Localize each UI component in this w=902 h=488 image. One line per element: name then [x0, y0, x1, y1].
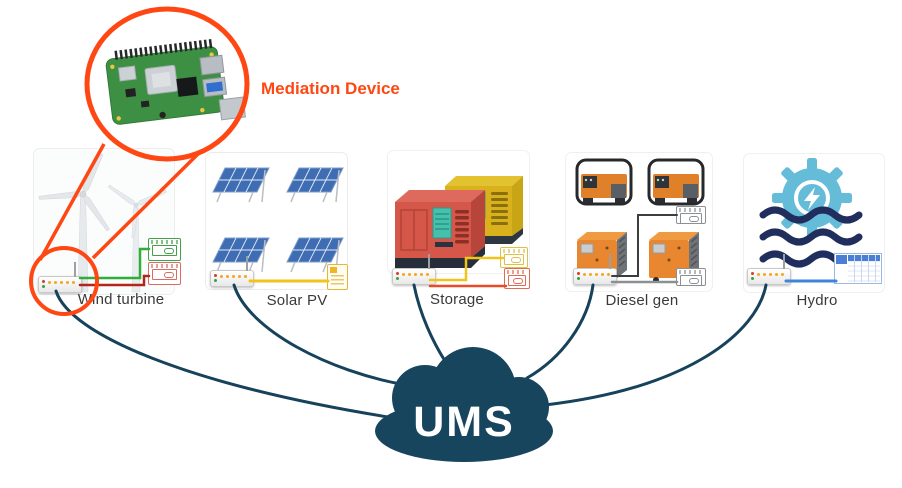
ums-label: UMS — [413, 398, 515, 446]
red-meter-icon — [504, 268, 530, 289]
router-led-row — [48, 281, 75, 284]
router-antenna-icon — [783, 254, 785, 269]
gray-meter-icon — [676, 268, 706, 286]
pi-usb-port — [199, 54, 225, 76]
router-led-green — [42, 285, 45, 288]
yellow-document-meter-icon — [327, 264, 348, 290]
router-led-green — [751, 277, 754, 280]
raspberry-pi-image — [105, 38, 247, 125]
blue-table-panel-icon — [834, 253, 882, 284]
source-solar-pv: Solar PV — [205, 152, 350, 312]
source-diesel-gen: Diesel gen — [565, 152, 713, 312]
router-led-green — [577, 277, 580, 280]
source-storage: Storage — [387, 150, 533, 312]
router-led-red — [396, 272, 399, 275]
diesel-router — [573, 254, 617, 285]
solar-panels-icon — [205, 152, 348, 290]
router-antenna-icon — [428, 254, 430, 269]
source-label-solar: Solar PV — [266, 292, 328, 309]
source-label-diesel: Diesel gen — [605, 292, 679, 309]
red-meter-icon — [148, 262, 181, 285]
hydro-router — [747, 254, 791, 285]
router-led-red — [42, 280, 45, 283]
yellow-meter-icon — [500, 247, 528, 268]
pi-soc-chip — [176, 76, 199, 97]
router-led-green — [214, 279, 217, 282]
router-led-row — [757, 273, 784, 276]
router-led-row — [583, 273, 610, 276]
router-led-green — [396, 277, 399, 280]
gear-icon — [772, 158, 852, 238]
pi-ethernet-port — [218, 96, 247, 121]
hydro-gear-waves-icon — [743, 153, 885, 293]
source-label-storage: Storage — [430, 291, 484, 308]
red-genset — [395, 190, 485, 268]
mediation-device-label: Mediation Device — [261, 79, 400, 98]
gray-meter-icon — [676, 206, 706, 224]
router-led-red — [577, 272, 580, 275]
wind-router — [38, 262, 82, 293]
router-antenna-icon — [609, 254, 611, 269]
router-led-row — [402, 273, 429, 276]
source-label-wind: Wind turbine — [77, 291, 165, 308]
solar-router — [210, 256, 254, 287]
green-meter-icon — [148, 238, 181, 261]
storage-router — [392, 254, 436, 285]
source-wind-turbine: Wind turbine — [30, 148, 185, 313]
router-led-row — [220, 275, 247, 278]
router-led-red — [214, 274, 217, 277]
router-antenna-icon — [246, 256, 248, 271]
source-hydro: Hydro — [743, 153, 893, 313]
router-led-red — [751, 272, 754, 275]
lightning-bolt-icon — [804, 187, 820, 210]
router-antenna-icon — [74, 262, 76, 277]
source-label-hydro: Hydro — [796, 292, 838, 309]
